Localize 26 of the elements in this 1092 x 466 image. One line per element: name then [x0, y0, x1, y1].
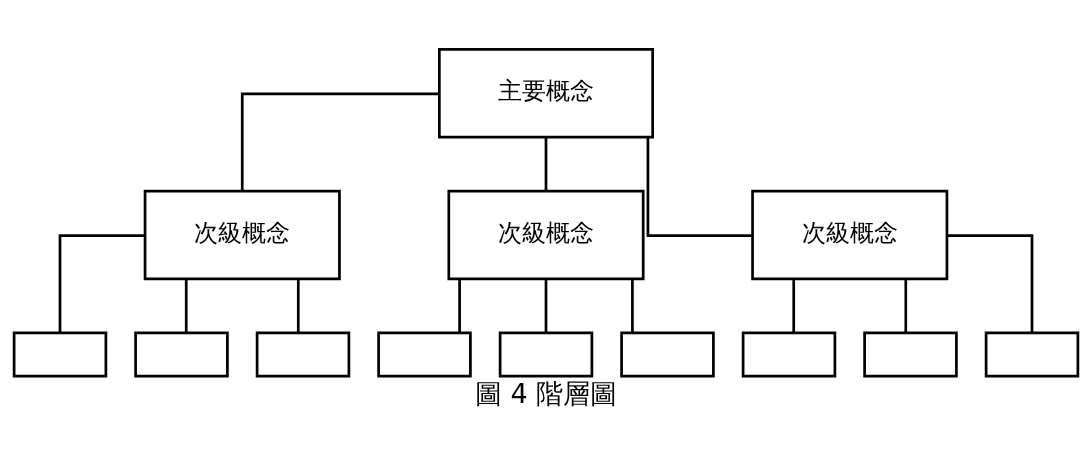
connector	[240, 92, 440, 191]
connector	[58, 234, 145, 333]
node-box	[12, 331, 108, 378]
caption: 圖 4 階層圖	[474, 378, 618, 410]
node-box	[134, 331, 229, 378]
node-box: 次級概念	[143, 189, 341, 281]
node-box	[741, 331, 837, 378]
connector	[631, 279, 634, 333]
connector	[904, 279, 908, 333]
node-box: 次級概念	[751, 189, 949, 281]
node-box	[863, 331, 958, 378]
node-box	[377, 331, 472, 378]
node-box	[498, 331, 594, 378]
connector	[544, 279, 548, 333]
node-box: 次級概念	[447, 189, 645, 281]
connector	[792, 279, 796, 333]
connector	[646, 137, 753, 238]
node-box: 主要概念	[438, 48, 654, 139]
connector	[947, 234, 1034, 333]
connector	[544, 137, 548, 191]
node-box	[620, 331, 715, 378]
connector	[296, 279, 300, 333]
connector	[184, 279, 188, 333]
node-box	[984, 331, 1080, 378]
node-box	[255, 331, 351, 378]
connector	[458, 279, 461, 333]
